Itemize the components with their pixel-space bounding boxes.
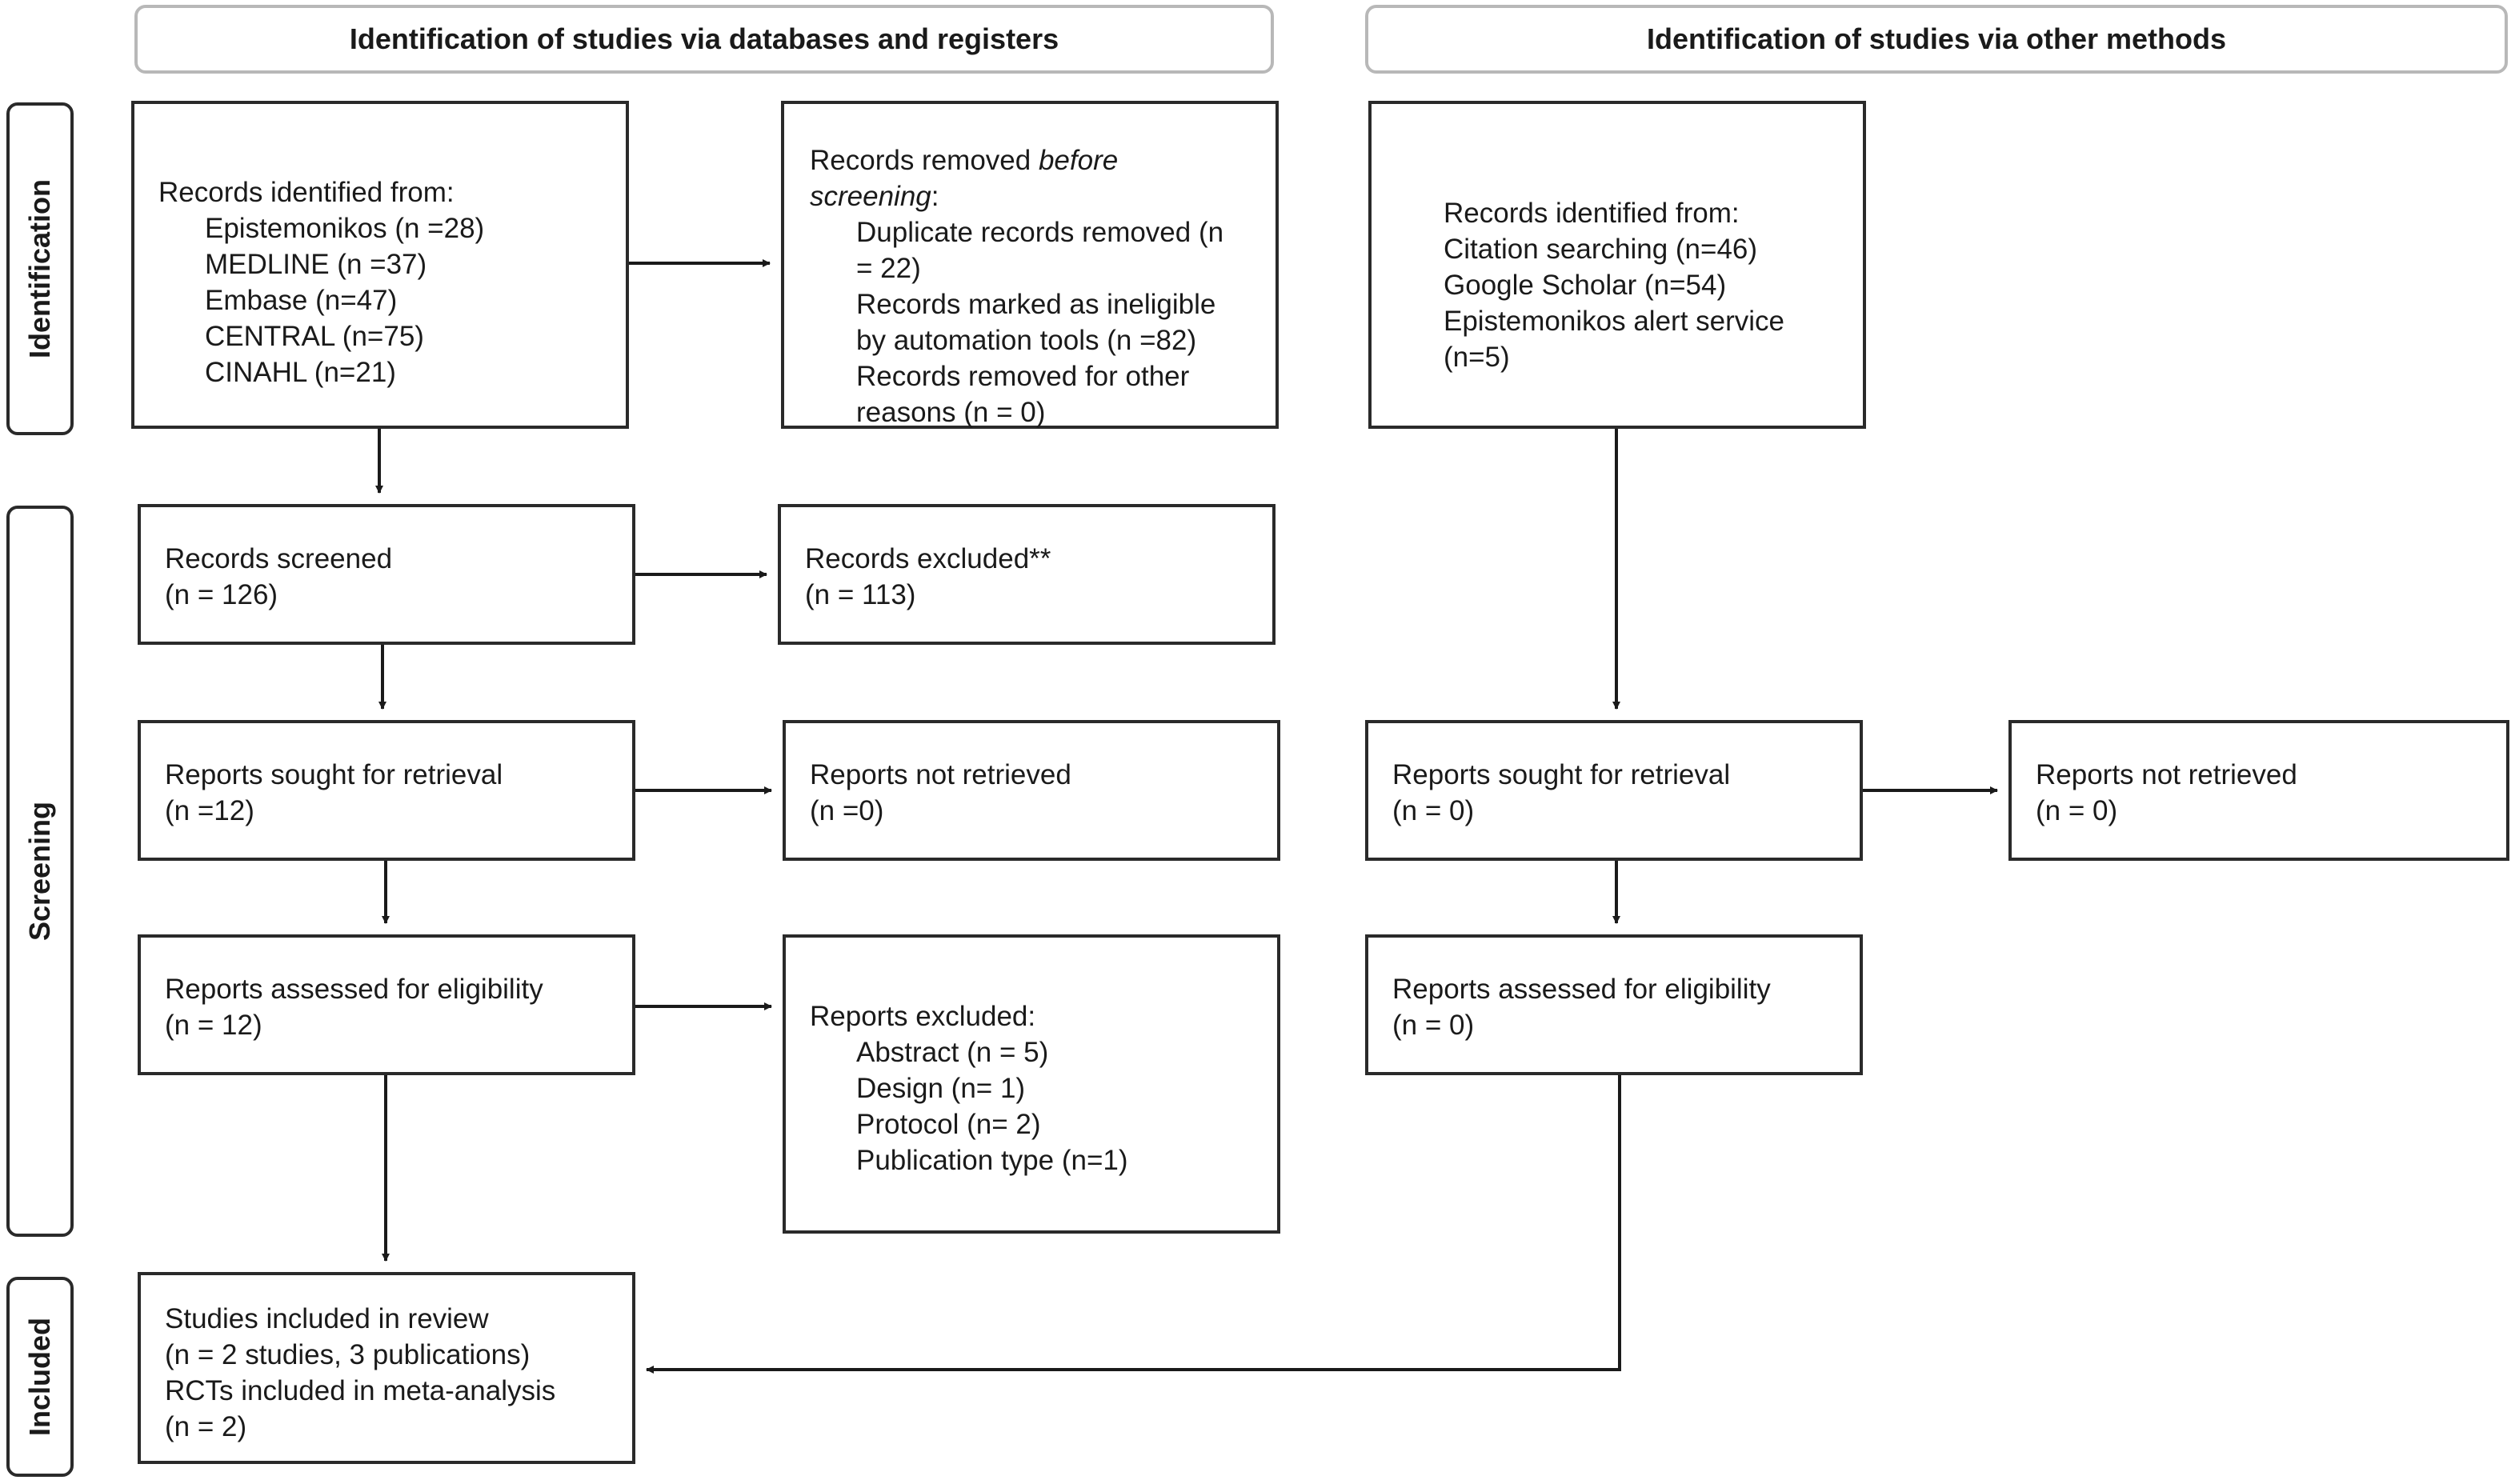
db-reports-not-retrieved-title: Reports not retrieved — [810, 759, 1071, 790]
records-screened-title: Records screened — [165, 543, 393, 574]
studies-included-box: Studies included in review (n = 2 studie… — [138, 1272, 635, 1464]
studies-included-count: (n = 2 studies, 3 publications) — [165, 1339, 531, 1370]
other-source-google-scholar: Google Scholar (n=54) — [1444, 270, 1727, 301]
db-source-central: CENTRAL (n=75) — [205, 321, 424, 352]
rcts-meta-analysis-title: RCTs included in meta-analysis — [165, 1375, 556, 1406]
records-excluded-box: Records excluded** (n = 113) — [778, 504, 1276, 645]
other-reports-assessed-box: Reports assessed for eligibility (n = 0) — [1365, 934, 1863, 1075]
header-other-methods: Identification of studies via other meth… — [1365, 5, 2508, 74]
other-reports-assessed-count: (n = 0) — [1392, 1010, 1475, 1041]
duplicate-records-line-1: Duplicate records removed (n — [856, 217, 1224, 248]
excluded-reason-publication-type: Publication type (n=1) — [856, 1145, 1128, 1176]
other-reasons-line-2: reasons (n = 0) — [856, 397, 1046, 428]
db-reports-not-retrieved-box: Reports not retrieved (n =0) — [783, 720, 1280, 861]
duplicate-records-line-2: = 22) — [856, 253, 921, 284]
db-source-embase: Embase (n=47) — [205, 285, 398, 316]
records-excluded-count: (n = 113) — [805, 579, 916, 610]
reports-excluded-box: Reports excluded: Abstract (n = 5) Desig… — [783, 934, 1280, 1234]
db-reports-sought-count: (n =12) — [165, 795, 254, 826]
other-source-alert-count: (n=5) — [1444, 342, 1510, 373]
other-reports-sought-count: (n = 0) — [1392, 795, 1475, 826]
records-removed-title-cont: screening: — [810, 181, 939, 212]
reports-excluded-title: Reports excluded: — [810, 1001, 1036, 1032]
other-records-identified-title: Records identified from: — [1444, 198, 1740, 229]
phase-included: Included — [6, 1277, 74, 1477]
db-reports-assessed-box: Reports assessed for eligibility (n = 12… — [138, 934, 635, 1075]
db-reports-assessed-title: Reports assessed for eligibility — [165, 974, 543, 1005]
other-reasons-line-1: Records removed for other — [856, 361, 1190, 392]
phase-screening: Screening — [6, 506, 74, 1237]
db-reports-not-retrieved-count: (n =0) — [810, 795, 884, 826]
db-reports-sought-box: Reports sought for retrieval (n =12) — [138, 720, 635, 861]
records-excluded-title: Records excluded** — [805, 543, 1051, 574]
db-reports-assessed-count: (n = 12) — [165, 1010, 262, 1041]
arrow-other-assessed-to-included — [646, 1075, 1621, 1374]
db-records-identified-box: Records identified from: Epistemonikos (… — [131, 101, 629, 429]
phase-identification: Identification — [6, 102, 74, 435]
rcts-meta-analysis-count: (n = 2) — [165, 1411, 247, 1442]
other-source-citation: Citation searching (n=46) — [1444, 234, 1758, 265]
other-reports-sought-title: Reports sought for retrieval — [1392, 759, 1731, 790]
excluded-reason-design: Design (n= 1) — [856, 1073, 1026, 1104]
other-reports-sought-box: Reports sought for retrieval (n = 0) — [1365, 720, 1863, 861]
records-screened-box: Records screened (n = 126) — [138, 504, 635, 645]
db-reports-sought-title: Reports sought for retrieval — [165, 759, 503, 790]
db-source-cinahl: CINAHL (n=21) — [205, 357, 396, 388]
header-databases: Identification of studies via databases … — [134, 5, 1274, 74]
header-databases-label: Identification of studies via databases … — [349, 22, 1059, 55]
other-records-identified-box: Records identified from: Citation search… — [1368, 101, 1866, 429]
other-reports-not-retrieved-count: (n = 0) — [2036, 795, 2118, 826]
records-removed-title: Records removed before — [810, 145, 1119, 176]
excluded-reason-abstract: Abstract (n = 5) — [856, 1037, 1049, 1068]
automation-ineligible-line-2: by automation tools (n =82) — [856, 325, 1197, 356]
excluded-reason-protocol: Protocol (n= 2) — [856, 1109, 1041, 1140]
records-removed-box: Records removed before screening: Duplic… — [781, 101, 1279, 429]
header-other-label: Identification of studies via other meth… — [1646, 22, 2227, 55]
db-source-epistemonikos: Epistemonikos (n =28) — [205, 213, 485, 244]
db-source-medline: MEDLINE (n =37) — [205, 249, 427, 280]
other-reports-not-retrieved-box: Reports not retrieved (n = 0) — [2008, 720, 2509, 861]
other-reports-not-retrieved-title: Reports not retrieved — [2036, 759, 2297, 790]
other-source-alert-service: Epistemonikos alert service — [1444, 306, 1784, 337]
automation-ineligible-line-1: Records marked as ineligible — [856, 289, 1216, 320]
other-reports-assessed-title: Reports assessed for eligibility — [1392, 974, 1771, 1005]
records-screened-count: (n = 126) — [165, 579, 278, 610]
studies-included-title: Studies included in review — [165, 1303, 489, 1334]
db-records-identified-title: Records identified from: — [158, 177, 455, 208]
